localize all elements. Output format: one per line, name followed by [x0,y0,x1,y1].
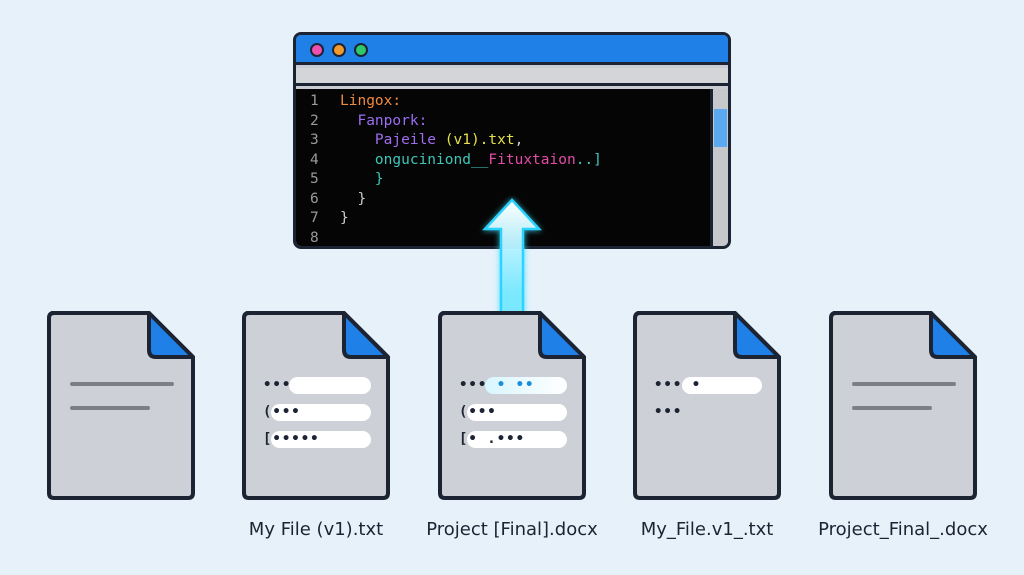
title-bar [296,35,728,65]
line-number: 4 [310,151,319,168]
text-field-bar [682,377,762,394]
upload-arrow-icon [482,198,542,355]
file-content-row: ••• [654,404,683,420]
file-name-label: Project_Final_.docx [818,519,988,540]
text-line [852,406,932,410]
file-name-label: My_File.v1_.txt [640,519,774,540]
file-icon[interactable]: ••• • •• (••• [• .••• [437,310,587,500]
maximize-window-icon[interactable] [354,43,368,57]
line-number: 6 [310,190,319,207]
code-token: Fituxtaion [488,151,576,168]
text-field-bar [271,404,371,421]
text-field-bar [467,404,567,421]
code-text: } [340,191,366,207]
line-number: 2 [310,112,319,129]
line-number: 3 [310,132,319,148]
file-icon[interactable] [828,310,978,500]
line-number: 8 [310,229,319,246]
file-content-row: ••• • •• [459,377,535,393]
toolbar [296,68,728,86]
code-text: } [340,210,349,226]
file-content-row: ••• • [654,377,702,393]
code-token: onguciniond__ [340,151,489,168]
code-token: (v1).txt [444,132,515,148]
scrollbar-thumb[interactable] [714,109,727,147]
code-editor-window: 1 Lingox: 2 Fanpork: 3 Pajeile (v1).txt, 4 o… [293,32,731,249]
document-icon [47,311,195,500]
code-token: Lingox: [340,93,402,109]
file-content-row: ••• [263,377,292,393]
code-token: Pajeile [340,132,445,148]
file-icon[interactable] [46,310,196,500]
code-text: onguciniond__Fituxtaion..] [340,152,602,168]
text-line [70,382,174,386]
file-icon[interactable]: ••• • ••• [632,310,782,500]
code-token: Fanpork: [340,112,428,129]
minimize-window-icon[interactable] [332,43,346,57]
text-field-bar [467,431,567,448]
file-content-row: [• .••• [459,431,526,447]
text-field-bar [271,431,371,448]
file-name-label: Project [Final].docx [426,519,598,540]
text-field-bar [485,377,567,394]
close-window-icon[interactable] [310,43,324,57]
code-text: Pajeile (v1).txt, [340,132,523,148]
code-text: } [340,171,384,187]
line-number: 5 [310,171,319,187]
document-icon [633,311,781,500]
document-icon [829,311,977,500]
code-token: ..] [575,151,602,168]
code-token: } [340,210,349,226]
code-token: , [514,132,524,148]
file-content-row: [••••• [263,431,320,447]
text-line [70,406,150,410]
file-name-label: My File (v1).txt [248,519,384,540]
file-content-row: (••• [263,404,301,420]
line-number: 7 [310,210,319,226]
line-number: 1 [310,93,319,109]
code-text: Lingox: [340,93,401,109]
code-text: Fanpork: [340,113,427,129]
file-icon[interactable]: ••• (••• [••••• [241,310,391,500]
text-line [852,382,956,386]
code-token: } [340,171,384,187]
file-content-row: (••• [459,404,497,420]
scrollbar[interactable] [710,89,728,246]
code-token: } [340,190,367,207]
text-field-bar [289,377,371,394]
